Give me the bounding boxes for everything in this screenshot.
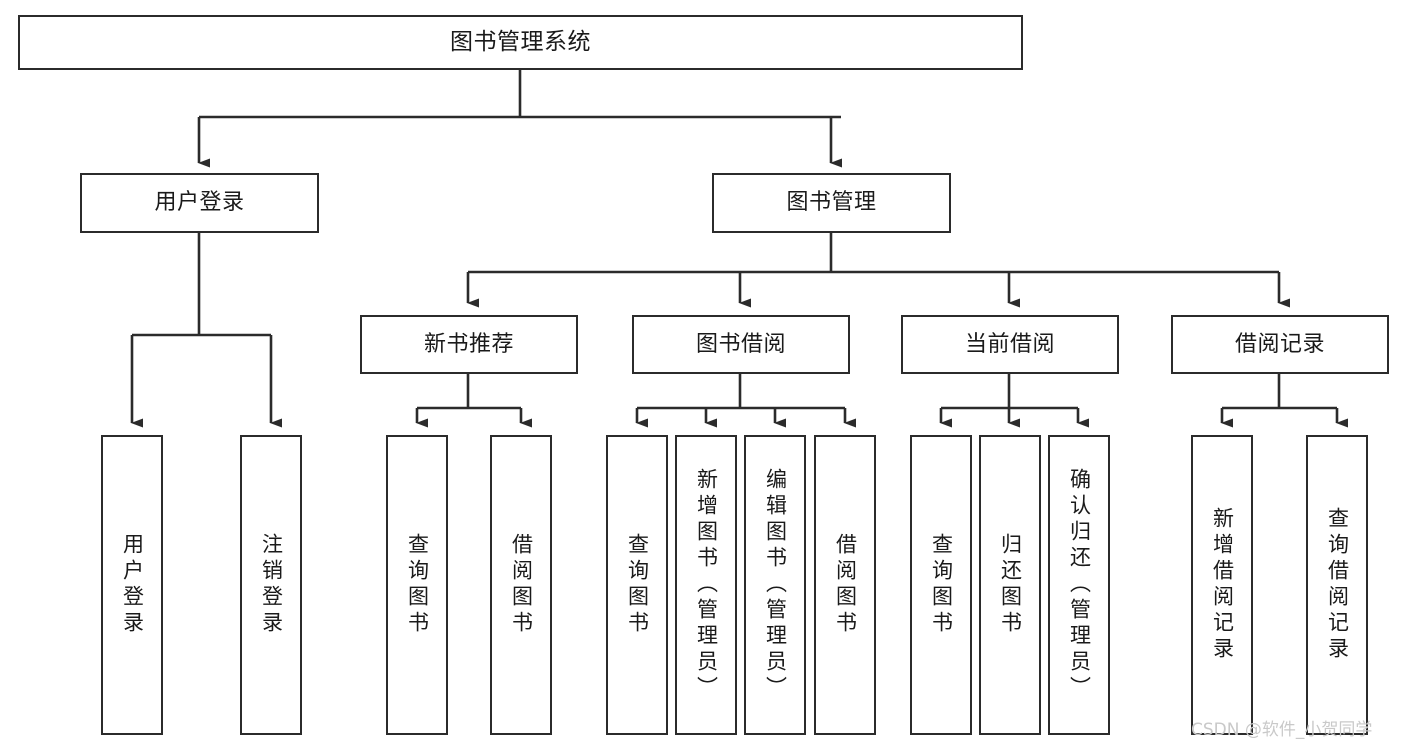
node-label: 图书管理 [786,190,877,216]
node-label: 注销登录 [259,533,284,637]
node-label: 新增图书（管理员） [694,468,719,702]
node-leaf-return-book[interactable]: 归还图书 [979,435,1041,735]
node-root-book-management-system[interactable]: 图书管理系统 [18,15,1023,70]
node-leaf-borrow-book-recommend[interactable]: 借阅图书 [490,435,552,735]
node-label: 查询图书 [625,533,650,637]
node-label: 新书推荐 [423,331,514,357]
node-book-borrow[interactable]: 图书借阅 [632,315,850,374]
node-current-borrow[interactable]: 当前借阅 [901,315,1119,374]
node-label: 编辑图书（管理员） [763,468,788,702]
node-leaf-query-book-borrow[interactable]: 查询图书 [606,435,668,735]
node-label: 当前借阅 [964,331,1055,357]
node-leaf-confirm-return[interactable]: 确认归还（管理员） [1048,435,1110,735]
node-label: 图书管理系统 [450,28,591,55]
node-leaf-user-logout[interactable]: 注销登录 [240,435,302,735]
node-label: 查询图书 [929,533,954,637]
node-label: 借阅图书 [833,533,858,637]
node-leaf-user-login[interactable]: 用户登录 [101,435,163,735]
node-leaf-query-book-current[interactable]: 查询图书 [910,435,972,735]
node-label: 借阅记录 [1234,331,1325,357]
node-leaf-borrow-book[interactable]: 借阅图书 [814,435,876,735]
node-label: 新增借阅记录 [1210,507,1235,663]
node-label: 归还图书 [998,533,1023,637]
node-book-management[interactable]: 图书管理 [712,173,951,233]
node-leaf-query-borrow-record[interactable]: 查询借阅记录 [1306,435,1368,735]
node-label: 用户登录 [120,533,145,637]
node-label: 用户登录 [154,190,245,216]
node-borrow-record[interactable]: 借阅记录 [1171,315,1389,374]
node-leaf-query-book-recommend[interactable]: 查询图书 [386,435,448,735]
csdn-watermark: CSDN @软件_小贺同学 [1191,720,1373,740]
node-leaf-edit-book[interactable]: 编辑图书（管理员） [744,435,806,735]
node-label: 借阅图书 [509,533,534,637]
node-label: 查询图书 [405,533,430,637]
node-label: 查询借阅记录 [1325,507,1350,663]
node-new-book-recommend[interactable]: 新书推荐 [360,315,578,374]
node-user-login[interactable]: 用户登录 [80,173,319,233]
node-leaf-add-book[interactable]: 新增图书（管理员） [675,435,737,735]
node-leaf-add-borrow-record[interactable]: 新增借阅记录 [1191,435,1253,735]
node-label: 图书借阅 [695,331,786,357]
node-label: 确认归还（管理员） [1067,468,1092,702]
